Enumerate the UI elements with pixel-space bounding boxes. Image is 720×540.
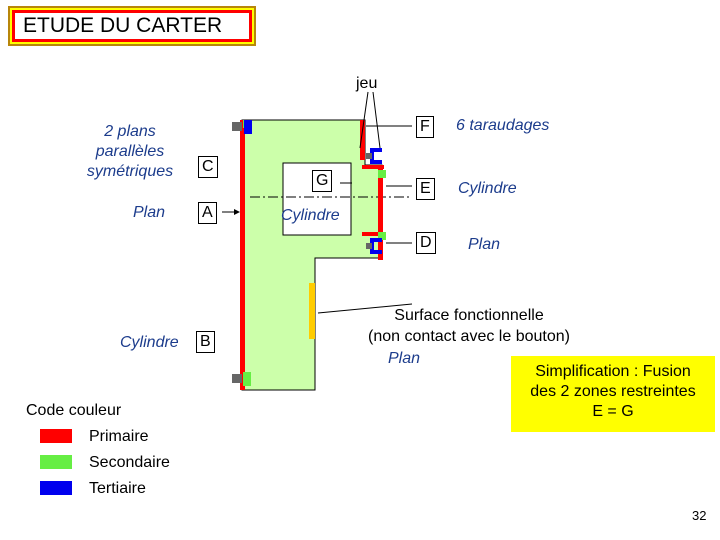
surface-A-primary — [240, 120, 245, 390]
surface-top-primary — [362, 165, 384, 169]
carter-body — [241, 119, 383, 391]
label-cylindre-g: Cylindre — [281, 207, 340, 224]
leader-jeu-2 — [372, 91, 381, 149]
legend-label-primary: Primaire — [89, 428, 149, 445]
secondary-mark-e — [378, 170, 386, 178]
label-B: B — [196, 331, 215, 353]
screw-symbol-d — [366, 238, 382, 254]
legend-swatch-primary — [40, 429, 72, 443]
label-A: A — [198, 202, 217, 224]
non-contact-surface — [309, 283, 315, 339]
note-line2: des 2 zones restreintes — [530, 383, 696, 400]
page-number: 32 — [692, 508, 707, 523]
surface-D-primary — [362, 232, 384, 236]
label-jeu: jeu — [356, 75, 378, 92]
secondary-mark-bottom — [243, 372, 251, 386]
legend: Primaire Secondaire Tertiaire — [40, 428, 200, 500]
legend-swatch-secondary — [40, 455, 72, 469]
simplification-note: Simplification : Fusion des 2 zones rest… — [511, 356, 715, 432]
surface-line2: (non contact avec le bouton) — [368, 328, 570, 345]
page-title: ETUDE DU CARTER — [15, 13, 249, 39]
title-box: ETUDE DU CARTER — [8, 6, 256, 46]
legend-label-tertiary: Tertiaire — [89, 480, 146, 497]
note-line3: E = G — [592, 403, 634, 420]
label-C: C — [198, 156, 218, 178]
label-D: D — [416, 232, 436, 254]
label-G: G — [312, 170, 333, 192]
surface-F-primary — [360, 120, 365, 160]
surface-plan: Plan — [388, 350, 421, 367]
leader-jeu-1 — [359, 91, 369, 149]
secondary-mark-d — [378, 232, 386, 240]
screw-symbol-bottom-left — [232, 374, 242, 383]
label-symmetric: symétriques — [86, 163, 174, 180]
label-two-planes-group: 2 plans parallèles symétriques — [70, 122, 190, 182]
label-two-planes: 2 plans — [104, 123, 156, 140]
legend-title: Code couleur — [26, 402, 122, 419]
surface-line1: Surface fonctionnelle — [394, 307, 544, 324]
label-E: E — [416, 178, 435, 200]
label-plan-d: Plan — [468, 236, 501, 253]
surface-E-primary — [378, 168, 383, 260]
note-line1: Simplification : Fusion — [535, 363, 691, 380]
label-six-tapped: 6 taraudages — [456, 117, 550, 134]
label-F: F — [416, 116, 434, 138]
legend-swatch-tertiary — [40, 481, 72, 495]
label-cylindre-e: Cylindre — [458, 180, 517, 197]
label-cylindre-b: Cylindre — [120, 334, 179, 351]
screw-symbol-top-left — [232, 120, 252, 134]
label-plan-a: Plan — [133, 204, 166, 221]
legend-label-secondary: Secondaire — [89, 454, 170, 471]
label-parallel: parallèles — [95, 143, 165, 160]
leader-surface — [317, 303, 413, 314]
screw-symbol-f — [366, 148, 382, 164]
surface-note: Surface fonctionnelle (non contact avec … — [350, 305, 588, 347]
